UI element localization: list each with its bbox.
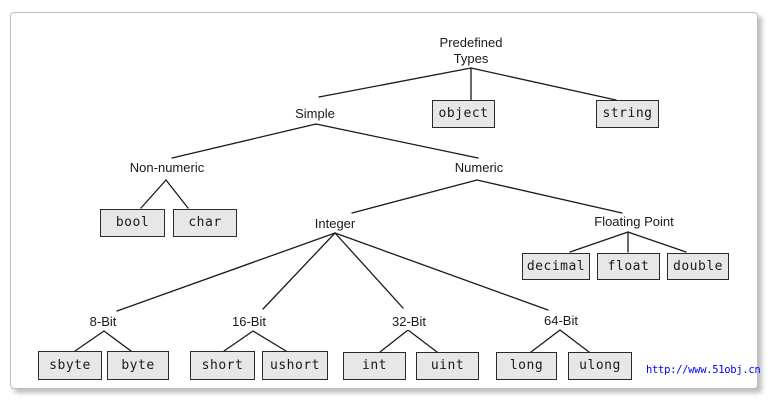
category-label-floating-point: Floating Point — [592, 214, 676, 230]
watermark-url: http://www.51obj.cn — [646, 364, 761, 376]
type-box-int: int — [343, 352, 406, 380]
type-box-char: char — [173, 209, 237, 237]
type-box-decimal: decimal — [522, 253, 590, 280]
category-label-integer: Integer — [312, 216, 358, 232]
type-box-ulong: ulong — [568, 352, 632, 380]
type-box-bool: bool — [100, 209, 165, 237]
category-label-16-bit: 16-Bit — [230, 314, 268, 330]
category-label-64-bit: 64-Bit — [542, 313, 580, 329]
type-box-uint: uint — [416, 352, 479, 380]
type-box-short: short — [190, 351, 255, 380]
category-label-predefined-types: Predefined Types — [437, 35, 505, 67]
type-box-double: double — [667, 253, 729, 280]
category-label-32-bit: 32-Bit — [390, 314, 428, 330]
type-box-ushort: ushort — [262, 351, 328, 380]
category-label-simple: Simple — [293, 106, 337, 122]
type-box-string: string — [596, 100, 659, 128]
type-box-float: float — [597, 253, 660, 280]
category-label-non-numeric: Non-numeric — [127, 160, 207, 176]
category-label-numeric: Numeric — [452, 160, 506, 176]
type-box-long: long — [496, 352, 557, 380]
type-box-object: object — [432, 100, 495, 128]
category-label-8-bit: 8-Bit — [87, 314, 119, 330]
type-box-sbyte: sbyte — [38, 351, 102, 380]
type-box-byte: byte — [107, 351, 169, 380]
